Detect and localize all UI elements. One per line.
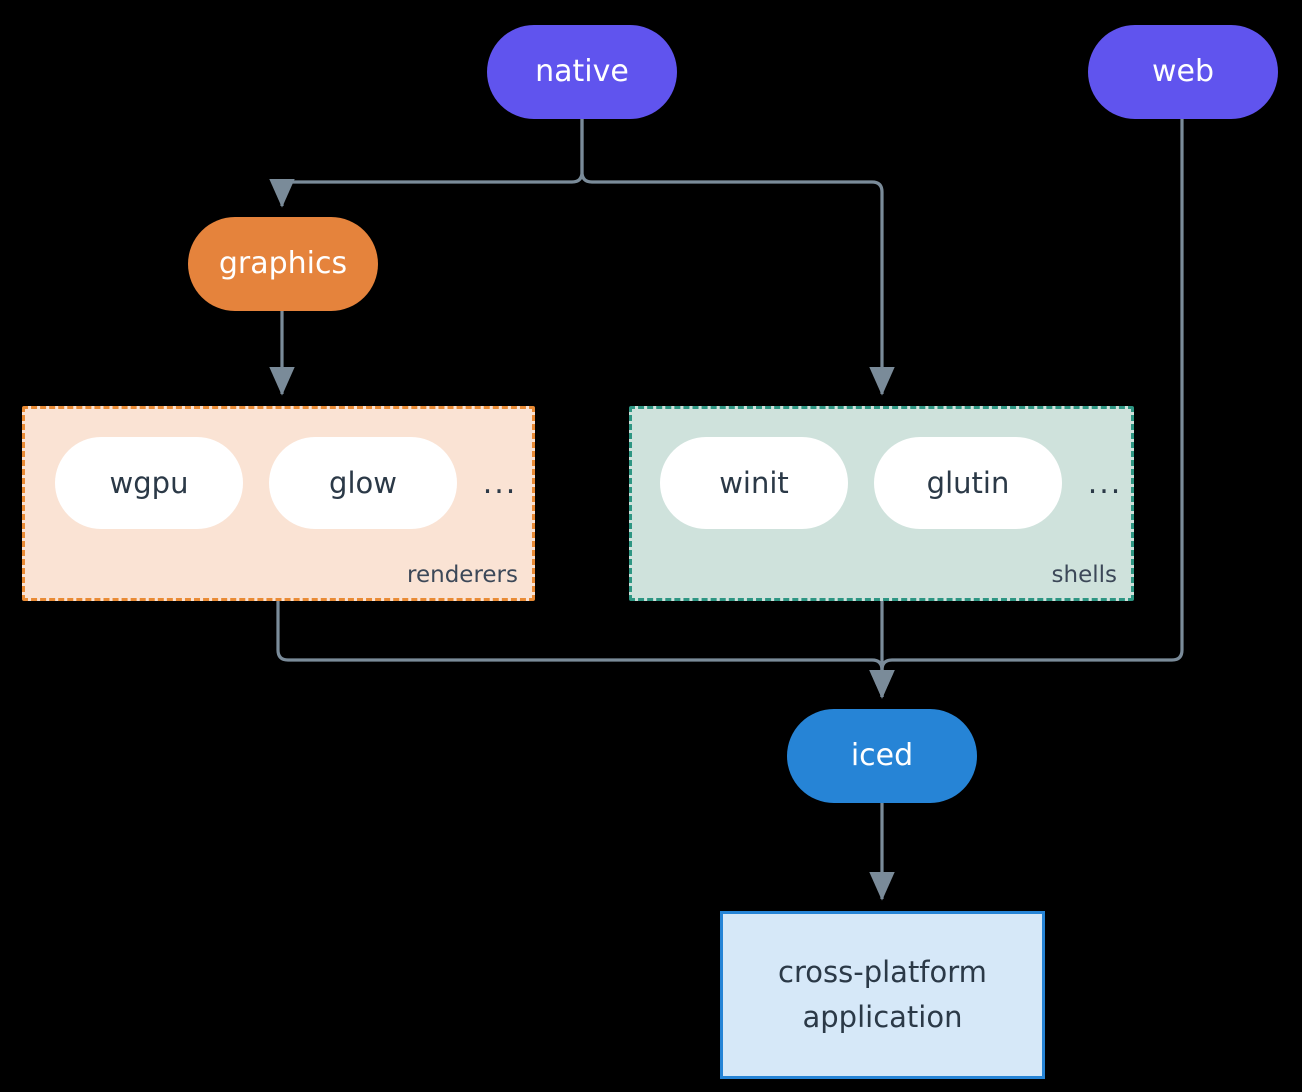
chip-wgpu[interactable]: wgpu [55, 437, 243, 529]
chip-glutin[interactable]: glutin [874, 437, 1062, 529]
node-iced[interactable]: iced [787, 709, 977, 803]
node-cross-platform-application[interactable]: cross-platform application [720, 911, 1045, 1079]
node-web[interactable]: web [1088, 25, 1278, 119]
chip-glow[interactable]: glow [269, 437, 457, 529]
group-label-renderers: renderers [407, 562, 518, 588]
chip-winit[interactable]: winit [660, 437, 848, 529]
group-shells: winit glutin ... shells [629, 406, 1134, 601]
node-native[interactable]: native [487, 25, 677, 119]
shells-overflow-ellipsis: ... [1087, 465, 1123, 501]
application-label-line2: application [802, 1000, 963, 1034]
application-label-line1: cross-platform [778, 955, 987, 990]
group-label-shells: shells [1051, 562, 1117, 588]
edge-native-to-graphics [269, 119, 584, 208]
group-renderers: wgpu glow ... renderers [22, 406, 535, 601]
edge-native-to-shells [580, 119, 895, 396]
node-graphics[interactable]: graphics [188, 217, 378, 311]
renderers-overflow-ellipsis: ... [482, 465, 518, 501]
edge-renderers-to-iced [276, 601, 895, 699]
